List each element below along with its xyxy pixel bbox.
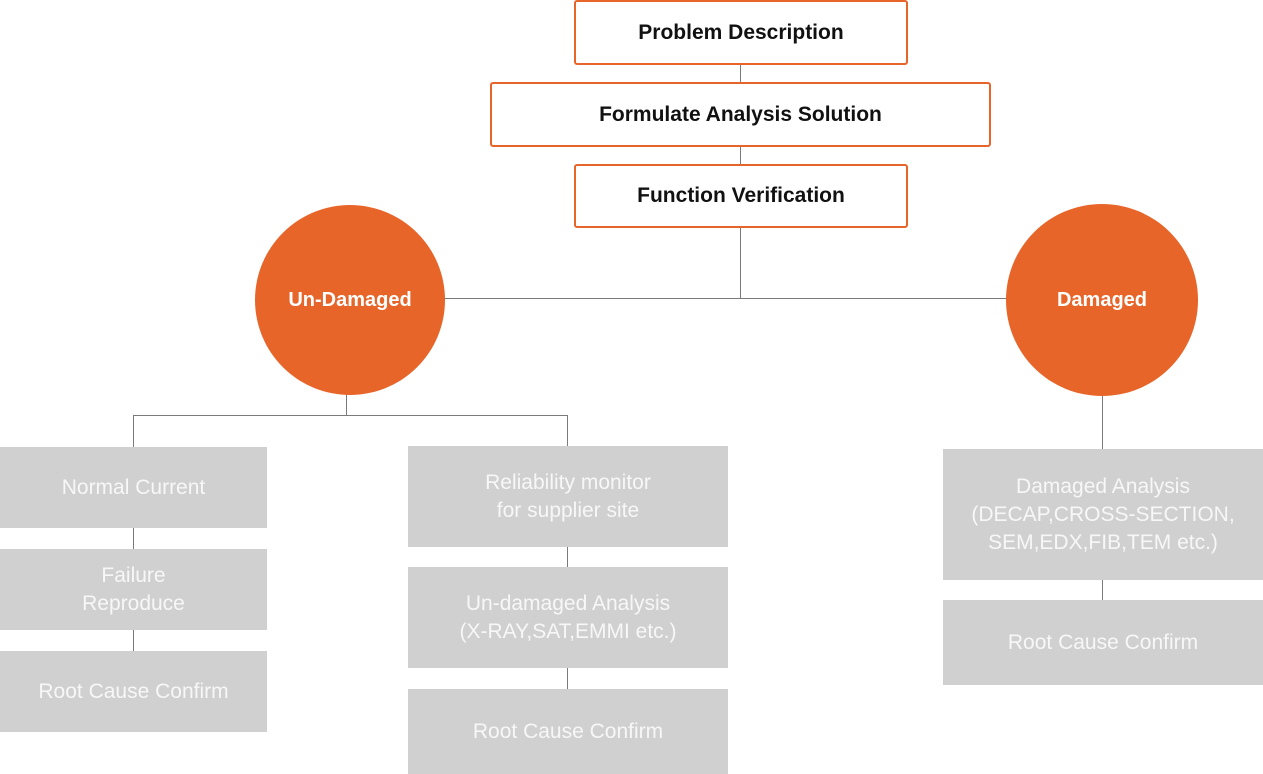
connector-undamaged-split xyxy=(133,415,568,416)
undamaged-analysis-box: Un-damaged Analysis (X-RAY,SAT,EMMI etc.… xyxy=(408,567,728,668)
undamaged-circle: Un-Damaged xyxy=(255,205,445,395)
function-verification-box: Function Verification xyxy=(574,164,908,228)
root-cause-confirm-middle-label: Root Cause Confirm xyxy=(472,719,664,743)
root-cause-confirm-left-label: Root Cause Confirm xyxy=(38,679,229,703)
problem-description-label: Problem Description xyxy=(638,20,844,44)
problem-description-box: Problem Description xyxy=(574,0,908,65)
damaged-analysis-line-1: Damaged Analysis xyxy=(1016,474,1190,498)
function-verification-label: Function Verification xyxy=(637,184,845,207)
connector-undamaged-down xyxy=(346,393,347,416)
connector-horizontal-branches xyxy=(440,298,1010,299)
root-cause-confirm-right-box: Root Cause Confirm xyxy=(943,600,1263,685)
formulate-analysis-label: Formulate Analysis Solution xyxy=(599,102,882,126)
formulate-analysis-box: Formulate Analysis Solution xyxy=(490,82,991,147)
normal-current-box: Normal Current xyxy=(0,447,267,528)
connector-formulate-verification xyxy=(740,147,741,164)
connector-reliability-analysis xyxy=(567,547,568,567)
connector-verification-down xyxy=(740,228,741,299)
undamaged-analysis-line-2: (X-RAY,SAT,EMMI etc.) xyxy=(459,619,677,643)
root-cause-confirm-left-box: Root Cause Confirm xyxy=(0,651,267,732)
damaged-label: Damaged xyxy=(1056,288,1148,311)
undamaged-label: Un-Damaged xyxy=(288,288,412,311)
damaged-analysis-box: Damaged Analysis (DECAP,CROSS-SECTION, S… xyxy=(943,449,1263,580)
connector-analysis-rootcause xyxy=(567,668,568,689)
damaged-circle: Damaged xyxy=(1006,204,1198,396)
connector-split-right-down xyxy=(567,415,568,446)
failure-reproduce-line-1: Failure xyxy=(101,563,166,587)
failure-reproduce-line-2: Reproduce xyxy=(82,591,185,615)
reliability-monitor-line-1: Reliability monitor xyxy=(485,470,651,494)
undamaged-analysis-line-1: Un-damaged Analysis xyxy=(465,591,671,615)
normal-current-label: Normal Current xyxy=(61,475,206,499)
damaged-analysis-line-2: (DECAP,CROSS-SECTION, xyxy=(971,502,1235,526)
connector-problem-formulate xyxy=(740,65,741,83)
reliability-monitor-box: Reliability monitor for supplier site xyxy=(408,446,728,547)
connector-damaged-analysis-rootcause xyxy=(1102,580,1103,600)
root-cause-confirm-middle-box: Root Cause Confirm xyxy=(408,689,728,774)
connector-split-left-down xyxy=(133,415,134,447)
reliability-monitor-line-2: for supplier site xyxy=(496,498,640,522)
connector-damaged-down xyxy=(1102,395,1103,449)
failure-reproduce-box: Failure Reproduce xyxy=(0,549,267,630)
connector-normal-failure xyxy=(133,528,134,549)
root-cause-confirm-right-label: Root Cause Confirm xyxy=(1007,630,1199,654)
connector-failure-rootcause xyxy=(133,630,134,651)
damaged-analysis-line-3: SEM,EDX,FIB,TEM etc.) xyxy=(988,530,1218,554)
